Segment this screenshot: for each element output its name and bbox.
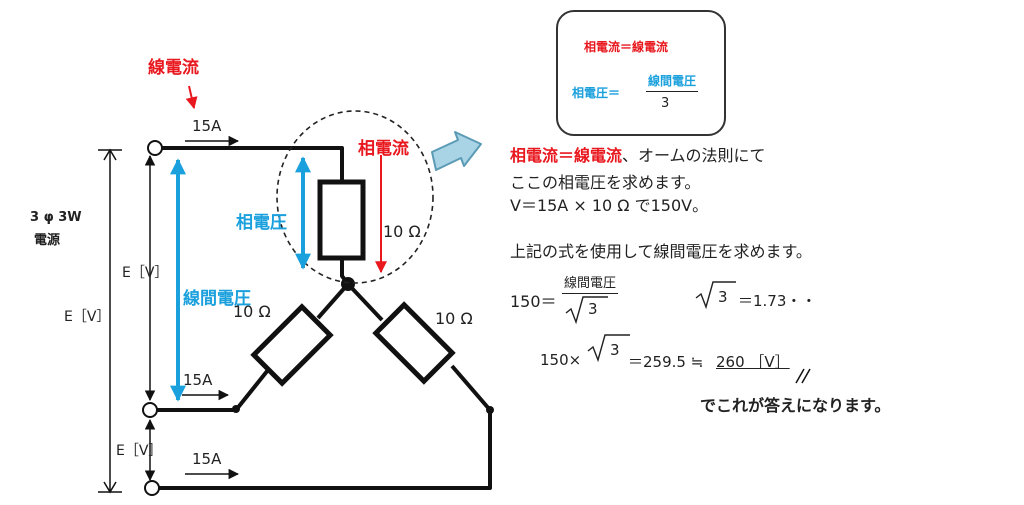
current-label-mid: 15A [183,371,213,389]
wires [157,146,492,490]
line-voltage-label: 線間電圧 [183,289,251,309]
resistor-top [317,179,366,261]
formula-box-current: 相電流＝線電流 [584,40,669,54]
resistor-left-label: 10 Ω [233,302,271,321]
eq1-left: 150＝ [510,292,557,311]
eq2-mid: ＝259.5 ≒ [628,353,704,371]
formula-box-voltage: 相電圧＝ [572,86,621,100]
sqrt-sign-value [695,281,736,310]
eq1-numerator: 線間電圧 [562,272,619,294]
junction-right [486,406,494,414]
pointer-arrow [431,131,482,171]
phase-current-label: 相電流 [358,139,409,159]
sqrt3-value: 3 [718,288,728,306]
eq2-answer: 260 ［V］ [716,353,790,371]
explanation-line3: V＝15A × 10 Ω で150V。 [510,196,709,215]
eq2-sqrt-value: 3 [610,341,620,359]
sqrt-sign-eq2 [587,334,630,363]
resistor-top-label: 10 Ω [383,222,421,241]
voltage-label-upper: E［V］ [122,265,169,281]
sqrt-sign-eq1 [565,296,608,325]
answer-mark-2 [801,368,811,384]
voltage-label-outer: E［V］ [64,309,111,325]
highlight-circle [276,110,434,284]
terminal-top [147,140,163,156]
eq1-denominator: 3 [588,300,598,318]
terminal-middle [142,402,158,418]
sqrt3-result: ＝1.73・・ [738,292,817,310]
eq2-left: 150× [540,351,582,369]
star-node [341,277,355,291]
formula-box-denominator: 3 [661,96,670,111]
explanation-emphasis: 相電流＝線電流 [510,146,623,165]
line-current-label: 線電流 [148,58,199,78]
phase-voltage-label: 相電圧 [236,213,287,233]
junction-left [232,405,240,413]
resistor-left [250,303,334,387]
conclusion-text: でこれが答えになります。 [700,396,891,415]
resistor-right [372,301,456,385]
source-label-line2: 電源 [34,233,61,248]
current-label-top: 15A [192,117,222,135]
explanation-line1-rest: 、オームの法則にて [622,146,766,165]
line-current-pointer [185,85,198,110]
formula-box-numerator: 線間電圧 [646,72,699,92]
voltage-label-lower: E［V］ [116,443,163,459]
current-label-bottom: 15A [192,450,222,468]
source-label-line1: 3 φ 3W [30,210,82,225]
formula-box [556,10,726,136]
answer-mark-1 [795,368,805,384]
explanation-line4: 上記の式を使用して線間電圧を求めます。 [510,242,812,261]
terminal-bottom [144,480,160,496]
explanation-line1: 相電流＝線電流、オームの法則にて [510,146,766,166]
resistor-right-label: 10 Ω [435,309,473,328]
explanation-line2: ここの相電圧を求めます。 [510,173,701,192]
